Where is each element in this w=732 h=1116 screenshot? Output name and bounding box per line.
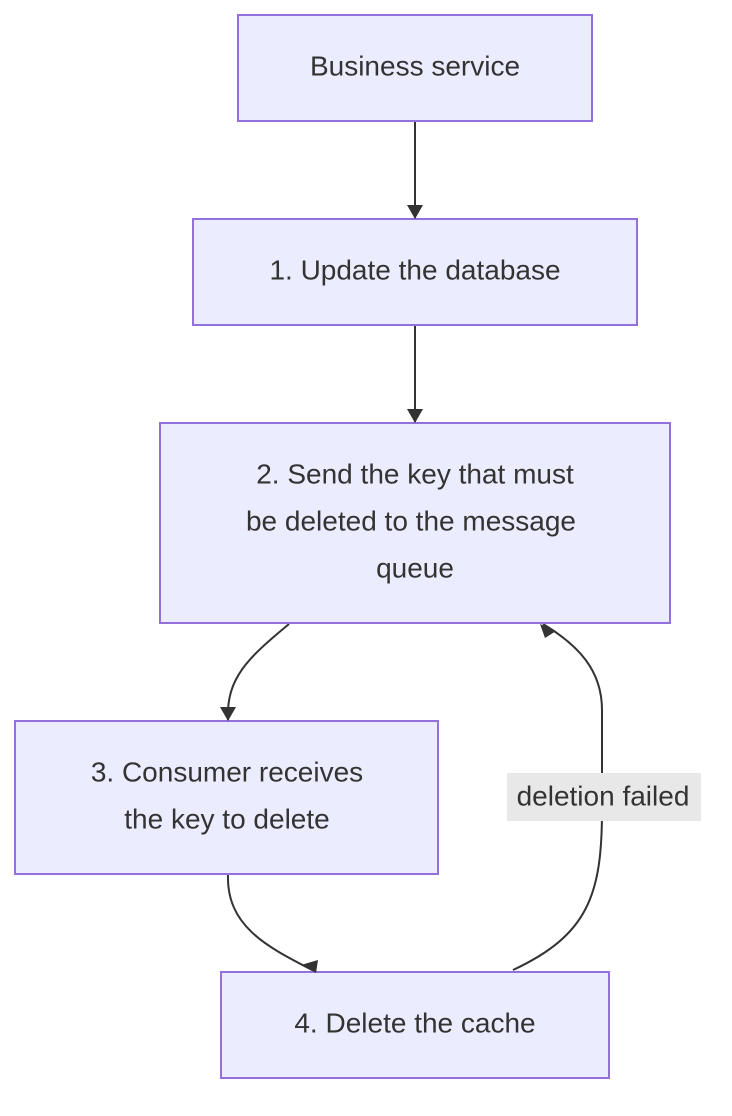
edge-consumer-to-delete (226, 873, 317, 973)
arrowhead-to-consumer (220, 707, 236, 721)
node-update-database-label: 1. Update the database (269, 255, 560, 286)
node-delete-cache[interactable]: 4. Delete the cache (220, 971, 610, 1079)
arrowhead-to-delete-cache (301, 960, 318, 973)
arrowhead-to-send-retry (540, 624, 556, 638)
node-consumer-receives[interactable]: 3. Consumer receives the key to delete (14, 720, 439, 875)
node-update-database[interactable]: 1. Update the database (192, 218, 638, 326)
node-consumer-receives-label-line1: 3. Consumer receives (91, 757, 363, 788)
node-send-key-label-line1: 2. Send the key that must (256, 459, 574, 490)
arrowhead-to-update (407, 205, 423, 219)
node-send-key-label-line2: be deleted to the message (246, 506, 576, 537)
edge-label-background (507, 773, 701, 821)
node-send-key[interactable]: 2. Send the key that must be deleted to … (159, 422, 671, 624)
arrowheads (220, 205, 556, 973)
edge-label-deletion-failed: deletion failed (507, 773, 701, 821)
node-delete-cache-label: 4. Delete the cache (294, 1008, 535, 1039)
node-business-service-label: Business service (310, 51, 520, 82)
edge-label-deletion-failed-text: deletion failed (517, 781, 690, 812)
edge-send-to-consumer (226, 623, 290, 721)
node-consumer-receives-label-line2: the key to delete (124, 804, 329, 835)
node-business-service[interactable]: Business service (237, 14, 593, 122)
node-send-key-label-line3: queue (376, 553, 454, 584)
arrowhead-to-send (407, 409, 423, 423)
